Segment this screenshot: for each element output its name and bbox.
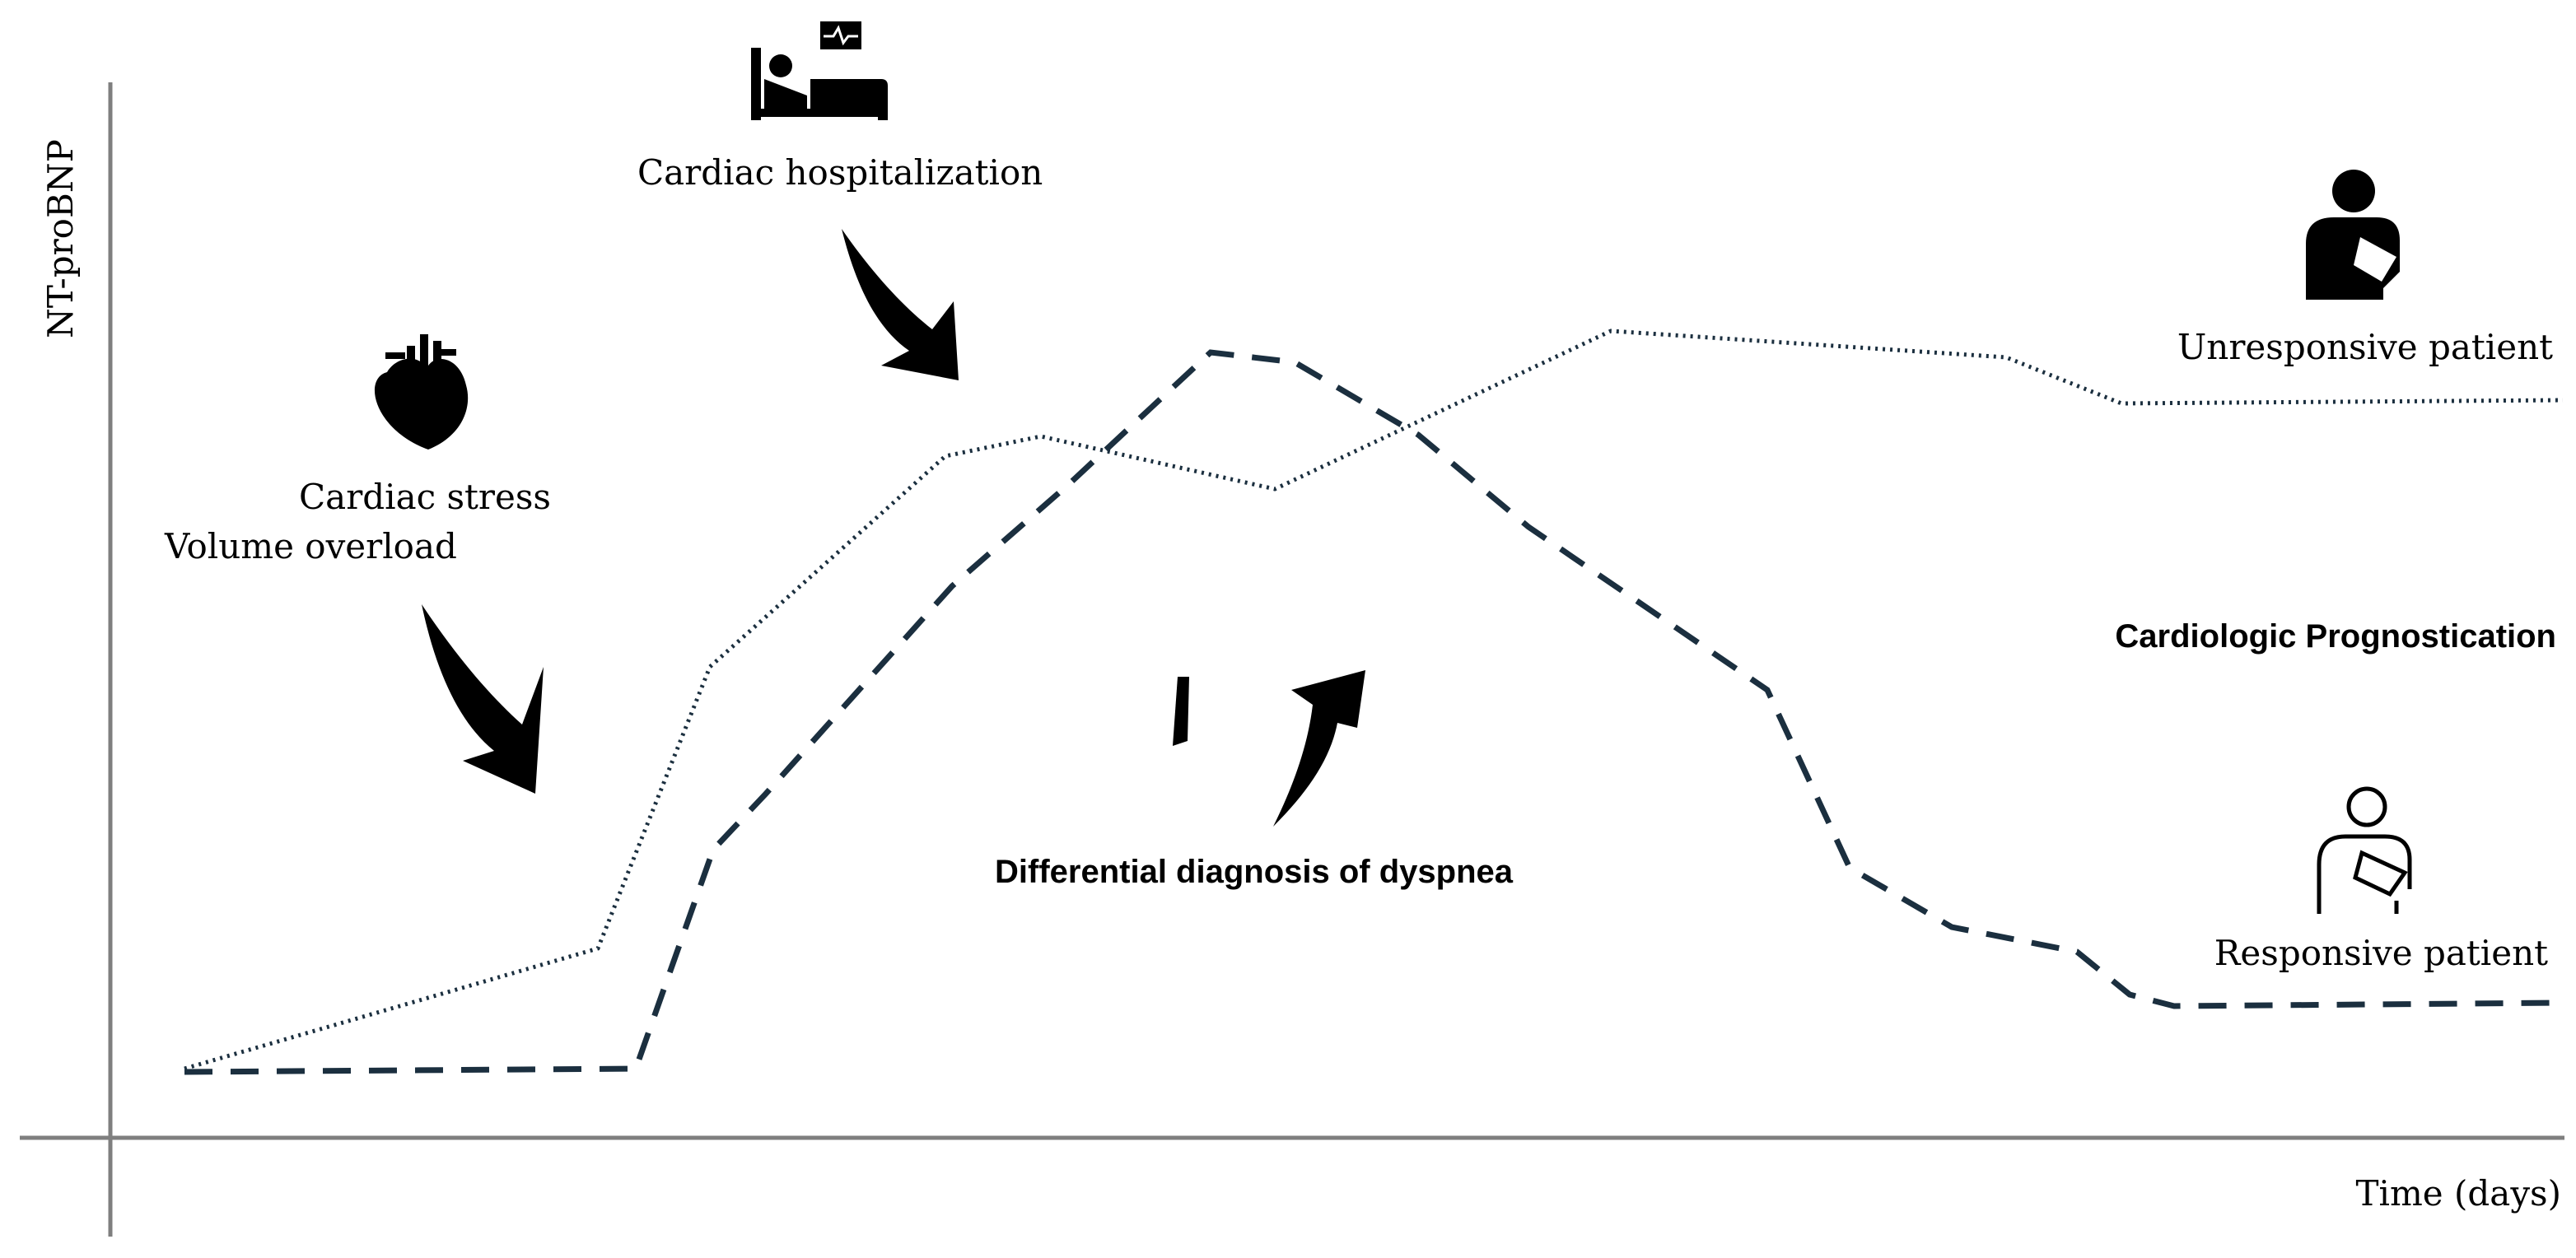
x-axis-label: Time (days) (2356, 1173, 2561, 1214)
cardiologic-prognostication-label: Cardiologic Prognostication (2115, 618, 2556, 655)
cardiac-hospitalization-label: Cardiac hospitalization (637, 152, 1043, 193)
unresponsive-trajectory-line (184, 328, 2564, 1071)
unresponsive-patient-label: Unresponsive patient (2177, 327, 2553, 367)
heart-icon (374, 334, 469, 450)
arrow-hospitalization-to-curve (842, 229, 959, 380)
patient-sling-outline-icon (2317, 786, 2412, 914)
patient-sling-icon (2306, 170, 2400, 300)
cardiac-stress-label: Cardiac stress (299, 477, 551, 517)
responsive-trajectory-line (184, 349, 2564, 1075)
differential-diagnosis-label: Differential diagnosis of dyspnea (995, 854, 1514, 890)
hospital-bed-icon (751, 21, 888, 120)
arrow-diagnosis-upward (1273, 670, 1365, 827)
arrow-diagnosis-tick (1173, 677, 1189, 746)
y-axis-label: NT-proBNP (40, 139, 81, 338)
arrow-volume-to-curve (422, 604, 544, 794)
responsive-patient-label: Responsive patient (2214, 933, 2548, 973)
volume-overload-label: Volume overload (164, 526, 457, 566)
